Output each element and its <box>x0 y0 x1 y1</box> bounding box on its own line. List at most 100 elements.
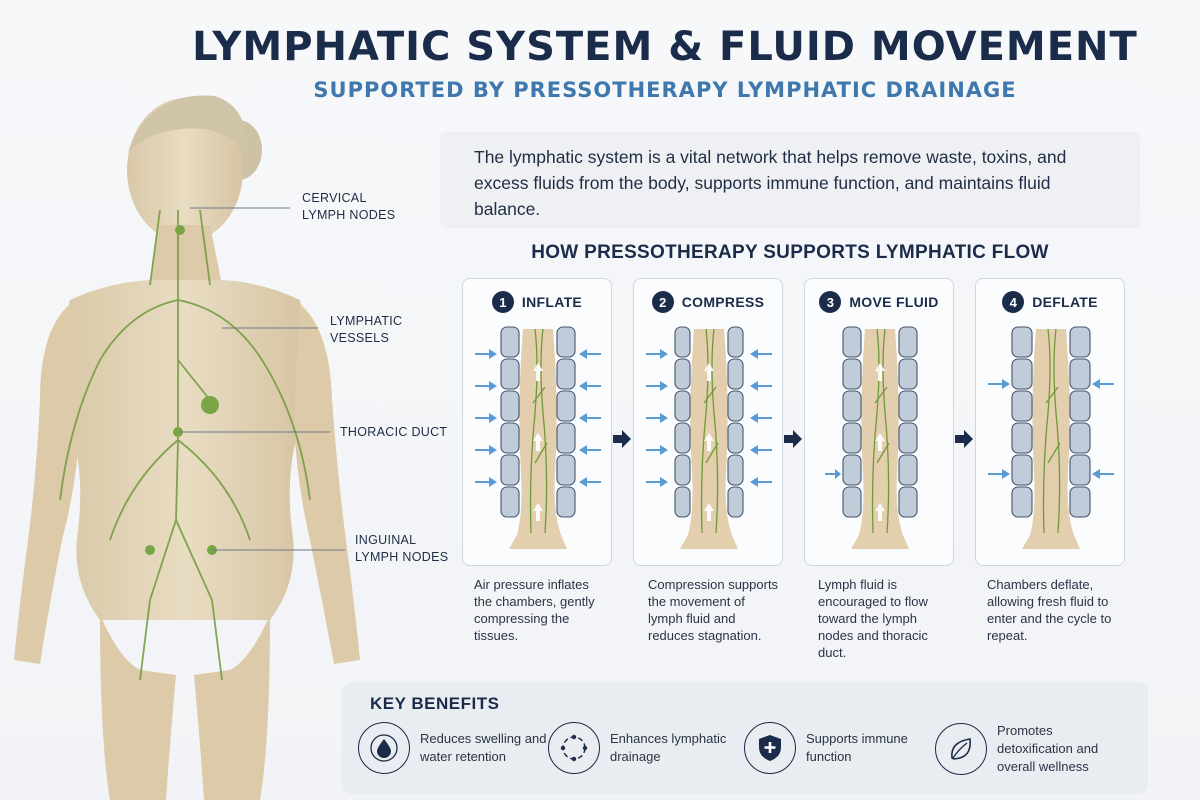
torso <box>62 280 308 620</box>
sleeve-chamber-left <box>674 326 691 358</box>
upward-flow-arrow <box>875 433 885 451</box>
pressure-arrow-in-right <box>750 381 772 391</box>
step-card-inflate: 1 INFLATE <box>462 278 612 566</box>
sleeve-chamber-right <box>898 486 918 518</box>
sleeve-chamber-left <box>842 454 862 486</box>
leaf-icon <box>935 723 987 775</box>
pressure-arrow-in-right <box>750 477 772 487</box>
callout-vessels-line1: LYMPHATIC <box>330 314 403 328</box>
lymph-vessels <box>700 328 719 534</box>
left-arm <box>14 304 80 664</box>
lymph-vessels <box>871 328 890 534</box>
sleeve-chamber-left <box>674 454 691 486</box>
step-description-deflate: Chambers deflate, allowing fresh fluid t… <box>987 577 1112 643</box>
left-leg <box>100 615 176 800</box>
sleeve-chamber-right <box>898 422 918 454</box>
sleeve-chamber-left <box>842 326 862 358</box>
sleeve-chamber-right <box>1069 422 1091 454</box>
sleeve-chamber-left <box>500 486 520 518</box>
lymph-vessels <box>1042 328 1061 534</box>
pressure-arrow-in-right <box>579 413 601 423</box>
how-section-title: HOW PRESSOTHERAPY SUPPORTS LYMPHATIC FLO… <box>531 242 1049 263</box>
pressure-arrow-in-right <box>579 381 601 391</box>
leg-sleeve-deflate-illustration <box>988 326 1114 549</box>
sleeve-chamber-right <box>727 390 744 422</box>
pressure-arrow-in-left <box>475 349 497 359</box>
sleeve-chamber-left <box>500 422 520 454</box>
sleeve-chamber-right <box>556 422 576 454</box>
sleeve-chamber-right <box>727 486 744 518</box>
leg-sleeve-inflate-illustration <box>475 326 601 549</box>
sleeve-chamber-right <box>727 454 744 486</box>
fresh-fluid-arrow-left <box>988 469 1010 479</box>
callout-cervical-line2: LYMPH NODES <box>302 208 396 222</box>
benefit-text: Supports immune function <box>806 731 908 764</box>
right-leg <box>194 615 270 800</box>
step-header: 2 COMPRESS <box>634 291 782 313</box>
upward-flow-arrow <box>533 503 543 521</box>
sleeve-chamber-right <box>1069 326 1091 358</box>
flow-arrow-small <box>825 469 841 479</box>
sleeve-chamber-left <box>500 390 520 422</box>
sleeve-chamber-right <box>556 390 576 422</box>
pressure-arrow-in-left <box>646 349 668 359</box>
sleeve-chamber-right <box>556 358 576 390</box>
sleeve-chamber-right <box>898 454 918 486</box>
step-card-compress: 2 COMPRESS <box>633 278 783 566</box>
sleeve-chamber-right <box>1069 486 1091 518</box>
pressure-arrow-in-left <box>475 413 497 423</box>
sleeve-chamber-right <box>727 326 744 358</box>
sleeve-chamber-right <box>898 358 918 390</box>
callout-lymphatic-vessels: LYMPHATIC VESSELS <box>330 313 402 347</box>
step-label: MOVE FLUID <box>849 294 939 310</box>
sleeve-chamber-left <box>1011 486 1033 518</box>
shield-plus-icon <box>744 722 796 774</box>
sleeve-chamber-right <box>1069 454 1091 486</box>
step-label: INFLATE <box>521 294 583 310</box>
fresh-fluid-arrow-right <box>1092 469 1114 479</box>
step-arrow-icon <box>784 430 802 448</box>
upward-flow-arrow <box>704 503 714 521</box>
step-label: DEFLATE <box>1032 294 1098 310</box>
circular-flow-icon <box>548 722 600 774</box>
pressure-arrow-in-right <box>579 445 601 455</box>
callout-inguinal: INGUINAL LYMPH NODES <box>355 532 448 566</box>
pressure-arrow-in-left <box>646 413 668 423</box>
step-card-deflate: 4 DEFLATE <box>975 278 1125 566</box>
sleeve-chamber-left <box>500 326 520 358</box>
step-description-compress: Compression supports the movement of lym… <box>648 577 779 643</box>
sleeve-chamber-left <box>674 422 691 454</box>
step-description-move-fluid: Lymph fluid is encouraged to flow toward… <box>818 577 928 660</box>
upward-flow-arrow <box>704 433 714 451</box>
sleeve-chamber-right <box>1069 390 1091 422</box>
callout-vessels-line2: VESSELS <box>330 331 390 345</box>
sleeve-chamber-right <box>556 486 576 518</box>
sleeve-chamber-right <box>898 390 918 422</box>
neck <box>150 225 222 285</box>
step-arrow-icon <box>613 430 631 448</box>
sleeve-chamber-left <box>500 358 520 390</box>
benefit-text: Promotes detoxification and overall well… <box>997 723 1099 774</box>
fresh-fluid-arrow-left <box>988 379 1010 389</box>
callout-thoracic-duct: THORACIC DUCT <box>340 424 447 441</box>
sleeve-chamber-left <box>1011 358 1033 390</box>
sleeve-chamber-left <box>1011 326 1033 358</box>
upward-flow-arrow <box>875 363 885 381</box>
benefit-text: Enhances lymphatic drainage <box>610 731 727 764</box>
step-arrow-icon <box>955 430 973 448</box>
step-number-badge: 4 <box>1002 291 1025 313</box>
step-header: 3 MOVE FLUID <box>805 291 953 313</box>
pressure-arrow-in-left <box>646 381 668 391</box>
page-title: LYMPHATIC SYSTEM & FLUID MOVEMENT <box>192 24 1138 70</box>
sleeve-chamber-left <box>674 486 691 518</box>
right-arm <box>294 304 360 664</box>
leg-sleeve-compress-illustration <box>646 326 772 549</box>
sleeve-chamber-left <box>842 358 862 390</box>
pressure-arrow-in-right <box>579 477 601 487</box>
sleeve-chamber-right <box>556 454 576 486</box>
step-number-badge: 1 <box>491 291 514 313</box>
sleeve-chamber-left <box>1011 422 1033 454</box>
sleeve-chamber-left <box>674 390 691 422</box>
sleeve-chamber-left <box>842 390 862 422</box>
fresh-fluid-arrow-right <box>1092 379 1114 389</box>
